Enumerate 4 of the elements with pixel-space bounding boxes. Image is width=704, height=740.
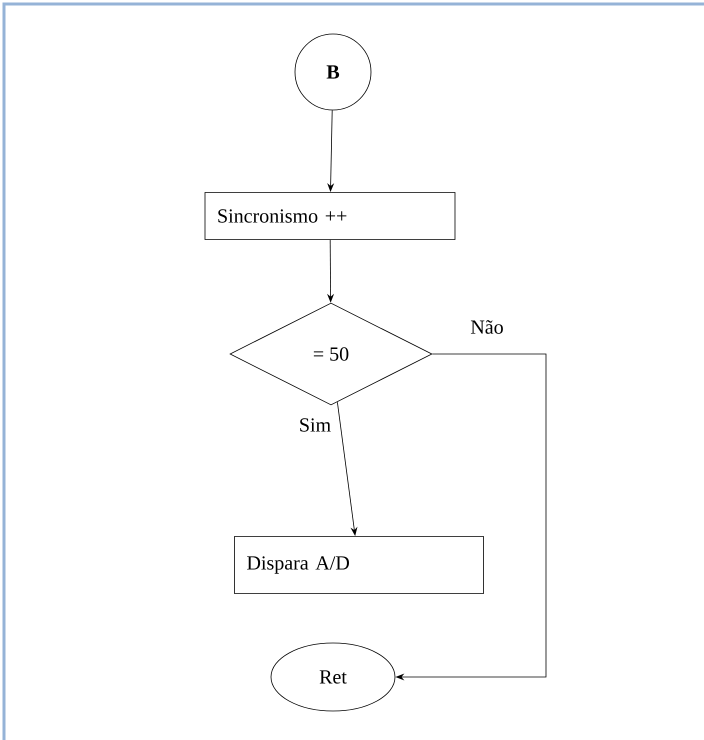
edge-label: Sim (300, 418, 331, 432)
process-box: Dispara A/D (234, 536, 484, 594)
process-box: Sincronismo ++ (204, 192, 456, 240)
edge-label: Não (470, 320, 503, 334)
